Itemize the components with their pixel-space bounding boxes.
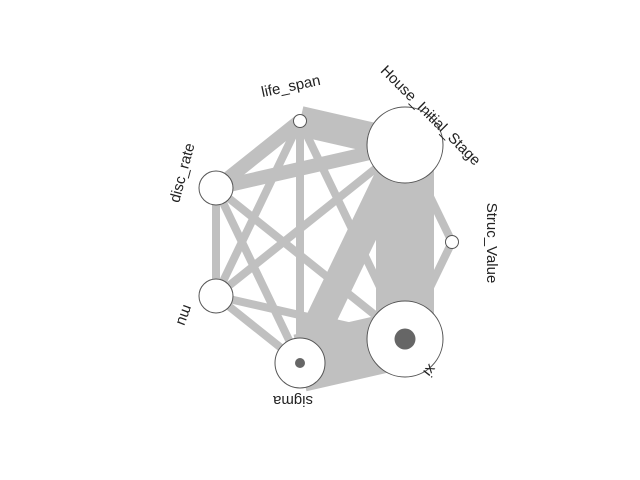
node-circle-mu [198,278,234,314]
node-circle-life [293,114,307,128]
node-life [293,114,307,128]
node-struc [445,235,459,249]
node-layer [198,106,459,389]
node-inner-dot-sigma [295,358,305,368]
node-label-sigma: sigma [272,392,313,409]
node-sigma [274,337,326,389]
edge-house-sigma [286,138,419,370]
edge-house-mu [213,141,408,300]
node-disc [198,170,234,206]
node-inner-dot-xi [394,328,416,350]
node-label-struc: Struc_Value [483,203,500,284]
edge-xi-life [296,119,409,341]
node-mu [198,278,234,314]
edge-xi-disc [213,184,408,343]
node-circle-house [366,106,444,184]
node-house [366,106,444,184]
node-label-mu: mu [173,302,196,327]
node-circle-struc [445,235,459,249]
edge-mu-life [212,119,304,298]
node-circle-disc [198,170,234,206]
edge-disc-life [211,115,305,194]
edge-sigma-disc [212,186,304,365]
node-xi [366,300,444,378]
